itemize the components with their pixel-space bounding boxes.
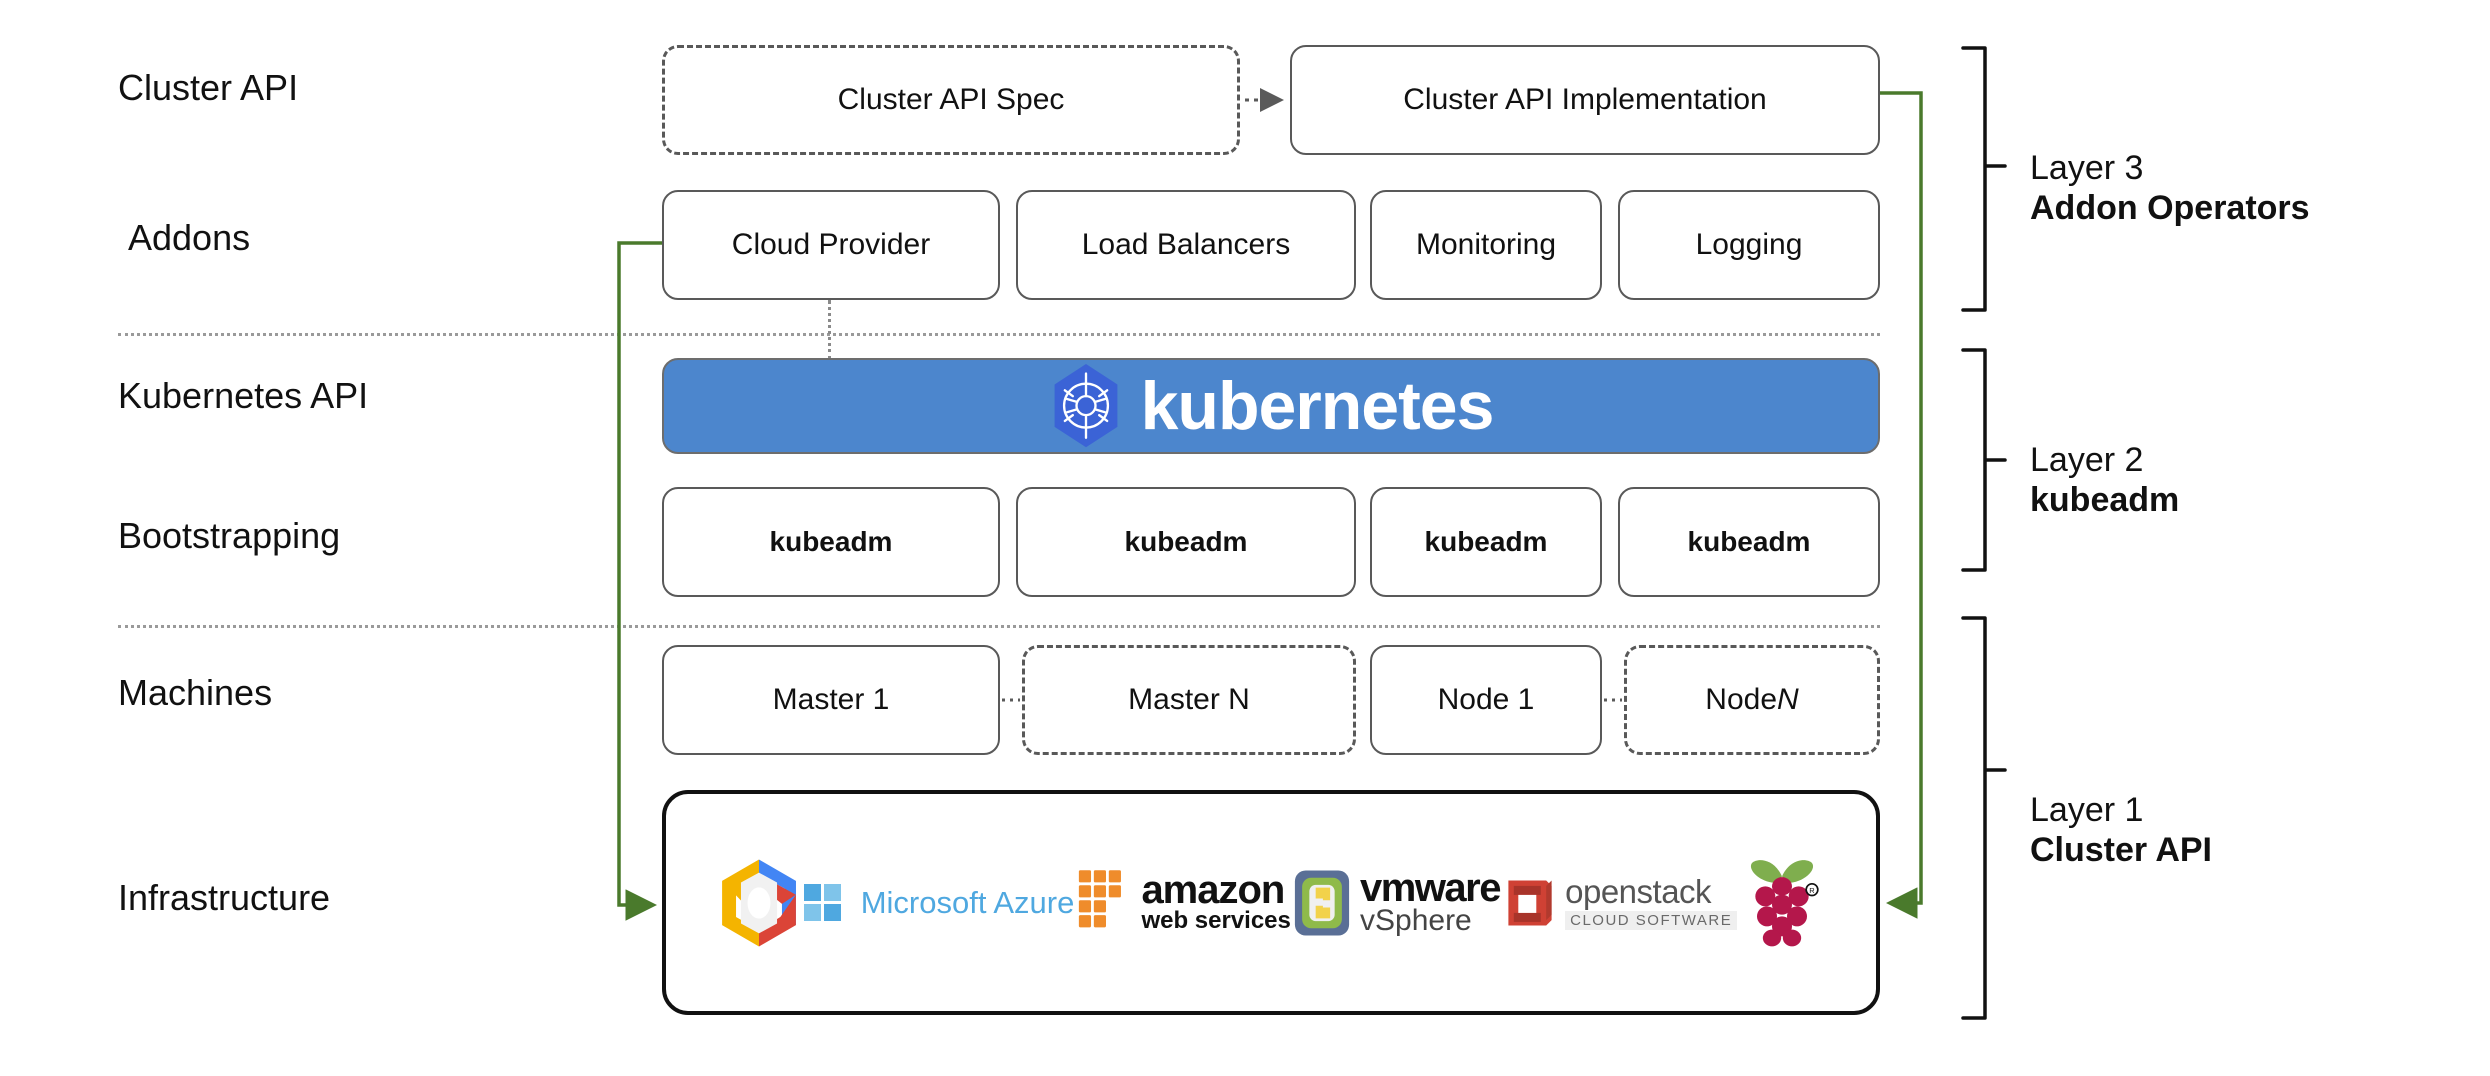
row-label-kubernetes-api: Kubernetes API bbox=[118, 375, 369, 416]
kubernetes-wordmark: kubernetes bbox=[1140, 368, 1495, 444]
machine-box-node-n-index: N bbox=[1777, 683, 1799, 716]
provider-logo-strip: Microsoft Azure bbox=[666, 794, 1876, 1011]
cluster-api-implementation-box[interactable]: Cluster API Implementation bbox=[1290, 45, 1880, 155]
machine-box-master-n[interactable]: Master N bbox=[1022, 645, 1356, 755]
layer-label-2: Layer 2 kubeadm bbox=[2030, 440, 2179, 520]
addon-box-cloud-provider[interactable]: Cloud Provider bbox=[662, 190, 1000, 300]
layer-label-3-tier: Layer 3 bbox=[2030, 149, 2144, 187]
vmware-vsphere-logo: vmware vSphere bbox=[1294, 866, 1501, 938]
row-label-machines: Machines bbox=[118, 672, 273, 713]
bracket-layer-2 bbox=[1961, 348, 2007, 572]
machine-box-node-1[interactable]: Node 1 bbox=[1370, 645, 1602, 755]
layer-label-3-name: Addon Operators bbox=[2030, 189, 2310, 228]
bootstrap-box-kubeadm-3[interactable]: kubeadm bbox=[1370, 487, 1602, 597]
vsphere-subtitle: vSphere bbox=[1360, 904, 1472, 938]
arrow-implementation-to-infrastructure bbox=[1880, 91, 1923, 919]
microsoft-azure-label: Microsoft Azure bbox=[860, 884, 1075, 920]
cluster-api-spec-box[interactable]: Cluster API Spec bbox=[662, 45, 1240, 155]
bracket-layer-1 bbox=[1961, 616, 2007, 1020]
raspberry-pi-logo: R bbox=[1740, 853, 1824, 953]
arrow-cloudprovider-to-infrastructure bbox=[617, 241, 662, 921]
divider-layer3-layer2 bbox=[118, 333, 1880, 336]
vmware-wordmark: vmware bbox=[1360, 866, 1501, 911]
connector-cloudprovider-to-kubernetes bbox=[828, 300, 831, 360]
machine-box-master-1[interactable]: Master 1 bbox=[662, 645, 1000, 755]
amazon-web-services-logo: amazon web services bbox=[1077, 868, 1291, 938]
bootstrap-box-kubeadm-1[interactable]: kubeadm bbox=[662, 487, 1000, 597]
openstack-subtitle: CLOUD SOFTWARE bbox=[1565, 911, 1738, 930]
openstack-wordmark: openstack bbox=[1565, 873, 1712, 910]
bracket-layer-3 bbox=[1961, 46, 2007, 312]
layer-label-1-tier: Layer 1 bbox=[2030, 791, 2144, 829]
addon-box-monitoring[interactable]: Monitoring bbox=[1370, 190, 1602, 300]
machine-box-node-n[interactable]: Node N bbox=[1624, 645, 1880, 755]
svg-text:R: R bbox=[1810, 886, 1816, 895]
layer-label-1-name: Cluster API bbox=[2030, 831, 2213, 870]
layer-label-1: Layer 1 Cluster API bbox=[2030, 790, 2212, 870]
addon-box-logging[interactable]: Logging bbox=[1618, 190, 1880, 300]
google-cloud-platform-logo bbox=[718, 857, 800, 949]
addon-box-load-balancers[interactable]: Load Balancers bbox=[1016, 190, 1356, 300]
kubernetes-helm-icon bbox=[1049, 364, 1123, 448]
openstack-logo: openstack CLOUD SOFTWARE bbox=[1503, 873, 1738, 933]
row-label-cluster-api: Cluster API bbox=[118, 67, 299, 108]
bootstrap-box-kubeadm-2[interactable]: kubeadm bbox=[1016, 487, 1356, 597]
kubernetes-bar: kubernetes bbox=[662, 358, 1880, 454]
amazon-wordmark: amazon bbox=[1141, 868, 1285, 913]
row-label-infrastructure: Infrastructure bbox=[118, 877, 331, 918]
row-label-addons: Addons bbox=[128, 217, 251, 258]
infrastructure-box[interactable]: Microsoft Azure bbox=[662, 790, 1880, 1015]
microsoft-azure-logo: Microsoft Azure bbox=[803, 883, 1075, 923]
layer-label-3: Layer 3 Addon Operators bbox=[2030, 148, 2310, 228]
divider-layer2-layer1 bbox=[118, 625, 1880, 628]
row-label-bootstrapping: Bootstrapping bbox=[118, 515, 341, 556]
machine-box-node-n-label: Node bbox=[1705, 683, 1778, 716]
aws-subtitle: web services bbox=[1141, 907, 1291, 935]
layer-label-2-name: kubeadm bbox=[2030, 481, 2180, 520]
bootstrap-box-kubeadm-4[interactable]: kubeadm bbox=[1618, 487, 1880, 597]
layer-label-2-tier: Layer 2 bbox=[2030, 441, 2144, 479]
